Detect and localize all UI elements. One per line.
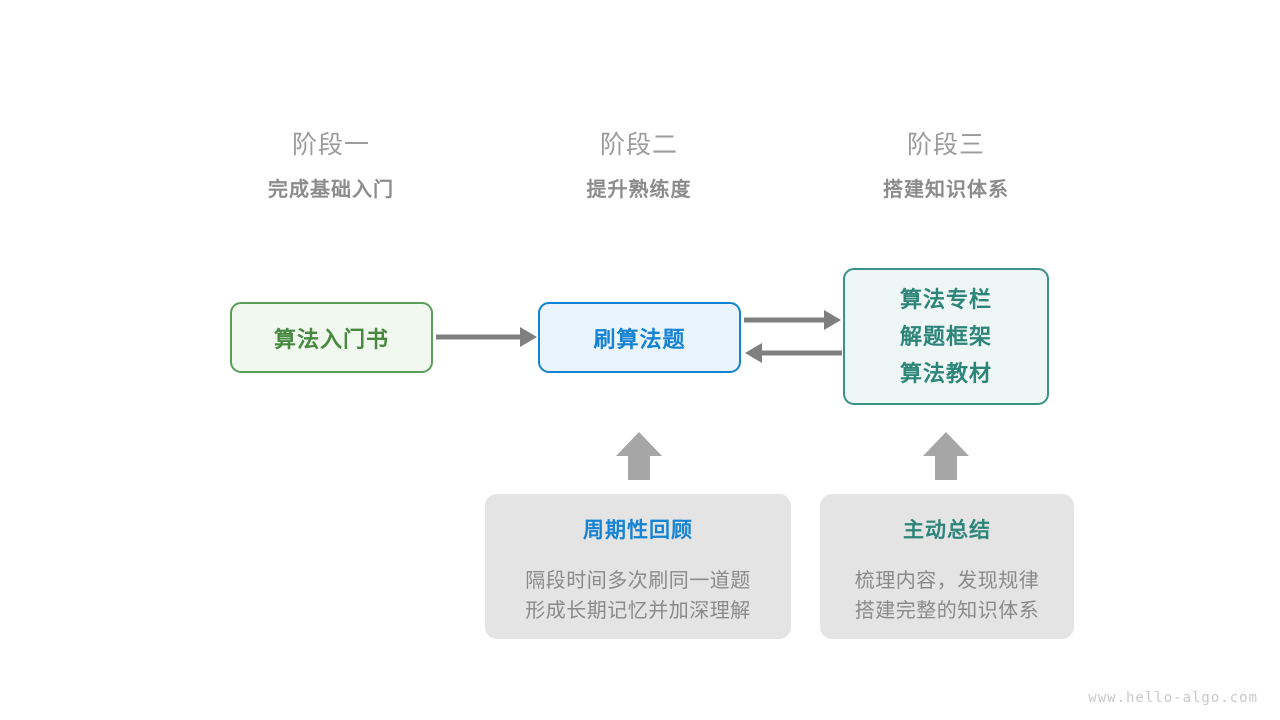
arrow-book-to-practice bbox=[436, 327, 537, 347]
node-algorithm-intro-book[interactable]: 算法入门书 bbox=[230, 302, 433, 373]
note-review-title: 周期性回顾 bbox=[583, 519, 693, 542]
node-practice-problems[interactable]: 刷算法题 bbox=[538, 302, 741, 373]
stage-2-subtitle: 提升熟练度 bbox=[586, 179, 692, 201]
note-review-body: 隔段时间多次刷同一道题 形成长期记忆并加深理解 bbox=[525, 566, 751, 626]
stage-2-title: 阶段二 bbox=[599, 131, 678, 159]
arrow-practice-to-knowledge bbox=[744, 310, 841, 330]
stage-1-subtitle: 完成基础入门 bbox=[268, 179, 394, 201]
stage-3-title: 阶段三 bbox=[906, 131, 985, 159]
note-summary-title: 主动总结 bbox=[903, 519, 991, 542]
node-knowledge-line-3: 算法教材 bbox=[899, 361, 992, 386]
arrow-knowledge-to-practice bbox=[745, 343, 842, 363]
note-summary-line-2: 搭建完整的知识体系 bbox=[854, 600, 1040, 622]
stage-heading-3: 阶段三 搭建知识体系 bbox=[816, 128, 1076, 206]
note-summary-line-1: 梳理内容，发现规律 bbox=[854, 570, 1040, 592]
node-knowledge-resources[interactable]: 算法专栏 解题框架 算法教材 bbox=[843, 268, 1049, 405]
stage-3-subtitle: 搭建知识体系 bbox=[883, 179, 1009, 201]
block-arrow-review-to-practice bbox=[616, 432, 662, 480]
stage-heading-2: 阶段二 提升熟练度 bbox=[509, 128, 769, 206]
note-summary-body: 梳理内容，发现规律 搭建完整的知识体系 bbox=[855, 566, 1040, 626]
note-review-line-1: 隔段时间多次刷同一道题 bbox=[525, 570, 751, 592]
node-practice-label: 刷算法题 bbox=[593, 326, 686, 352]
stage-1-title: 阶段一 bbox=[291, 131, 370, 159]
note-card-periodic-review[interactable]: 周期性回顾 隔段时间多次刷同一道题 形成长期记忆并加深理解 bbox=[485, 494, 791, 639]
note-card-active-summary[interactable]: 主动总结 梳理内容，发现规律 搭建完整的知识体系 bbox=[820, 494, 1074, 639]
node-knowledge-line-1: 算法专栏 bbox=[899, 287, 992, 312]
block-arrow-summary-to-knowledge bbox=[923, 432, 969, 480]
watermark-url: www.hello-algo.com bbox=[1088, 690, 1258, 706]
stage-heading-1: 阶段一 完成基础入门 bbox=[201, 128, 461, 206]
node-knowledge-line-2: 解题框架 bbox=[899, 324, 992, 349]
node-book-label: 算法入门书 bbox=[273, 326, 389, 352]
note-review-line-2: 形成长期记忆并加深理解 bbox=[525, 600, 751, 622]
